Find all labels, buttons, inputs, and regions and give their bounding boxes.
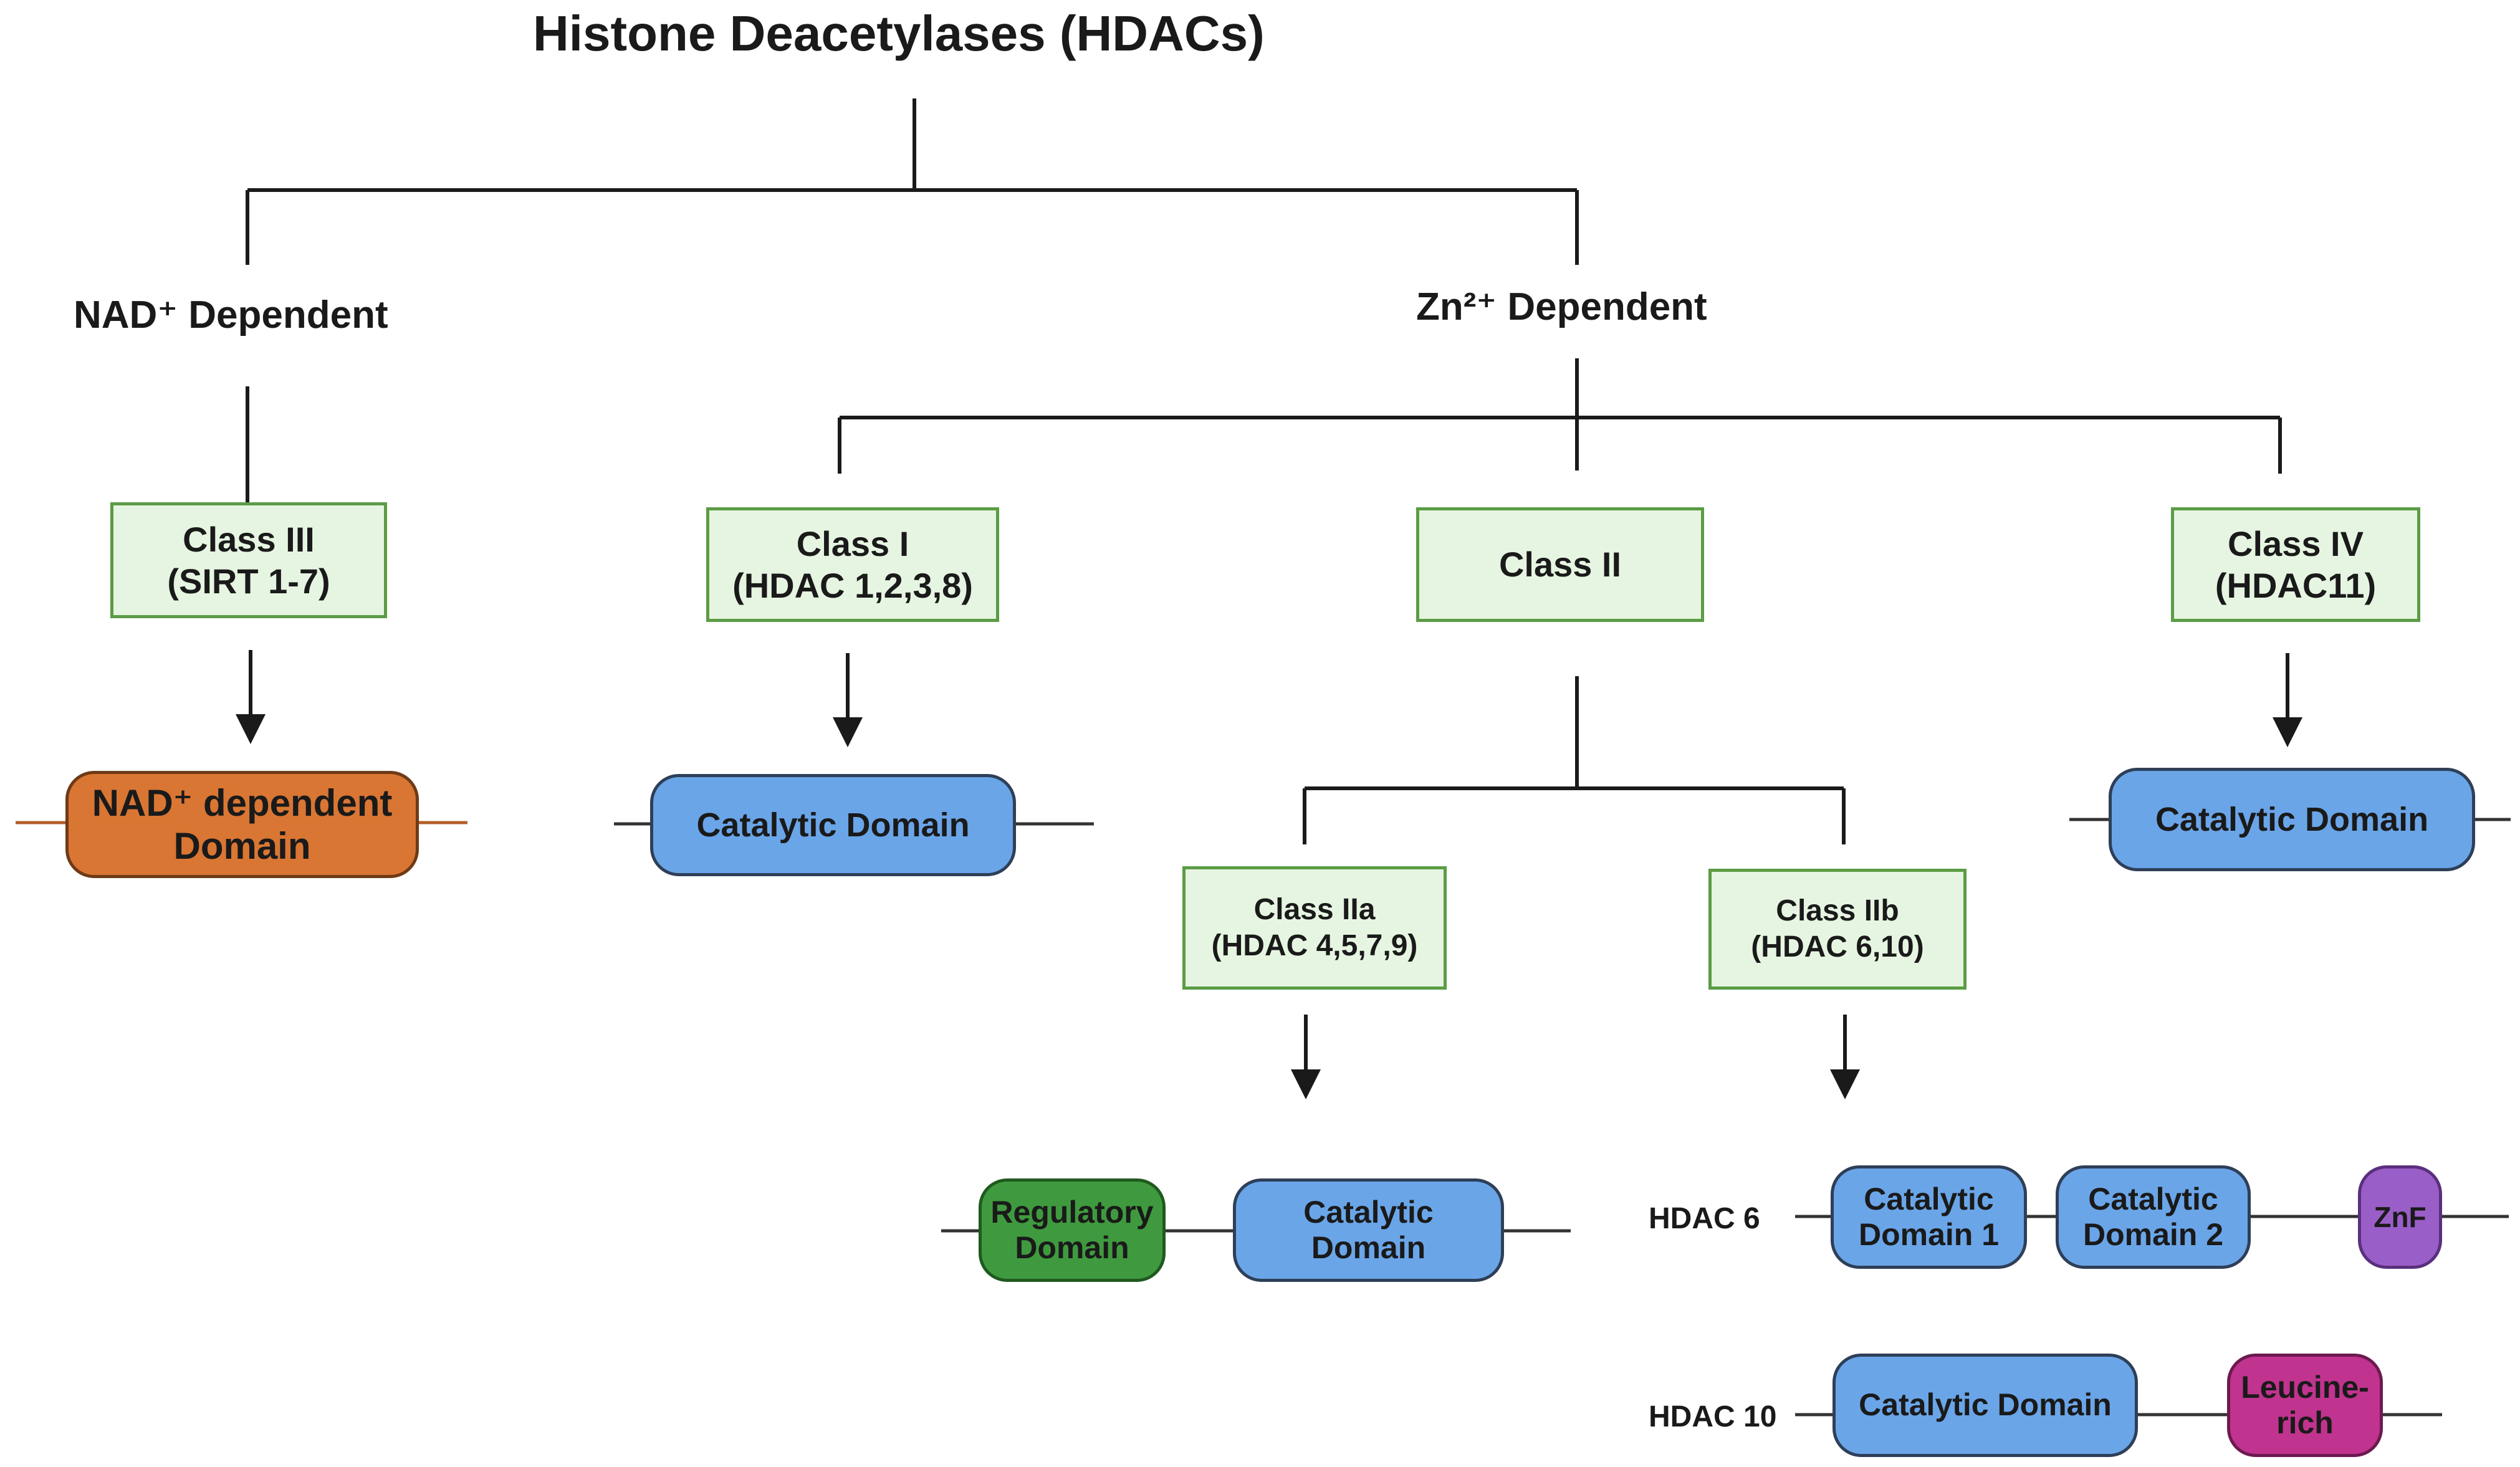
class3-box: Class III (SIRT 1-7) (110, 502, 387, 618)
zn-dependent-label: Zn²⁺ Dependent (1416, 285, 1707, 328)
hdac10-catalytic-domain: Catalytic Domain (1833, 1354, 2138, 1457)
leucine-line2: rich (2276, 1405, 2334, 1440)
class2a-catalytic-line2: Domain (1311, 1230, 1426, 1265)
diagram-title: Histone Deacetylases (HDACs) (533, 6, 1265, 61)
hdac6-cd2-line2: Domain 2 (2082, 1217, 2224, 1252)
class3-members: (SIRT 1-7) (167, 561, 330, 601)
hdac6-label: HDAC 6 (1649, 1202, 1760, 1235)
class4-box: Class IV (HDAC11) (2171, 507, 2420, 622)
class4-members: (HDAC11) (2215, 566, 2377, 605)
leucine-line1: Leucine- (2241, 1369, 2369, 1405)
class2a-catalytic-domain: Catalytic Domain (1233, 1178, 1504, 1282)
regulatory-line2: Domain (1015, 1230, 1129, 1265)
hdac6-catalytic-domain-2: Catalytic Domain 2 (2056, 1165, 2251, 1269)
nad-dependent-label: NAD⁺ Dependent (74, 294, 388, 337)
class2b-box: Class IIb (HDAC 6,10) (1708, 869, 1967, 990)
class2a-catalytic-line1: Catalytic (1303, 1194, 1434, 1230)
hdac10-label: HDAC 10 (1649, 1400, 1777, 1433)
class1-members: (HDAC 1,2,3,8) (732, 566, 973, 605)
hdac10-catalytic-label: Catalytic Domain (1859, 1387, 2112, 1423)
znf-label: ZnF (2374, 1200, 2427, 1233)
class2-name: Class II (1498, 545, 1622, 585)
class1-name: Class I (796, 523, 909, 563)
hdac6-cd2-line1: Catalytic (2088, 1181, 2218, 1216)
class2-box: Class II (1416, 507, 1704, 622)
class2a-name: Class IIa (1253, 893, 1376, 927)
class2a-members: (HDAC 4,5,7,9) (1211, 929, 1418, 962)
regulatory-line1: Regulatory (990, 1194, 1154, 1230)
class4-catalytic-label: Catalytic Domain (2155, 800, 2429, 838)
leucine-rich-domain: Leucine- rich (2227, 1354, 2383, 1457)
hdac6-cd1-line2: Domain 1 (1858, 1217, 2000, 1252)
class2b-name: Class IIb (1776, 894, 1899, 928)
class2a-box: Class IIa (HDAC 4,5,7,9) (1182, 866, 1447, 990)
class1-catalytic-label: Catalytic Domain (696, 806, 970, 844)
class4-name: Class IV (2228, 523, 2364, 563)
class1-box: Class I (HDAC 1,2,3,8) (706, 507, 999, 622)
hdac6-cd1-line1: Catalytic (1864, 1181, 1994, 1216)
hdac6-catalytic-domain-1: Catalytic Domain 1 (1831, 1165, 2027, 1269)
nad-domain-line1: NAD⁺ dependent (92, 782, 393, 824)
znf-domain: ZnF (2358, 1165, 2442, 1269)
nad-dependent-domain: NAD⁺ dependent Domain (65, 771, 419, 878)
class4-catalytic-domain: Catalytic Domain (2109, 768, 2475, 871)
nad-domain-line2: Domain (173, 825, 311, 867)
class3-name: Class III (183, 519, 315, 559)
regulatory-domain: Regulatory Domain (979, 1178, 1166, 1282)
class1-catalytic-domain: Catalytic Domain (650, 774, 1016, 876)
class2b-members: (HDAC 6,10) (1751, 930, 1924, 963)
